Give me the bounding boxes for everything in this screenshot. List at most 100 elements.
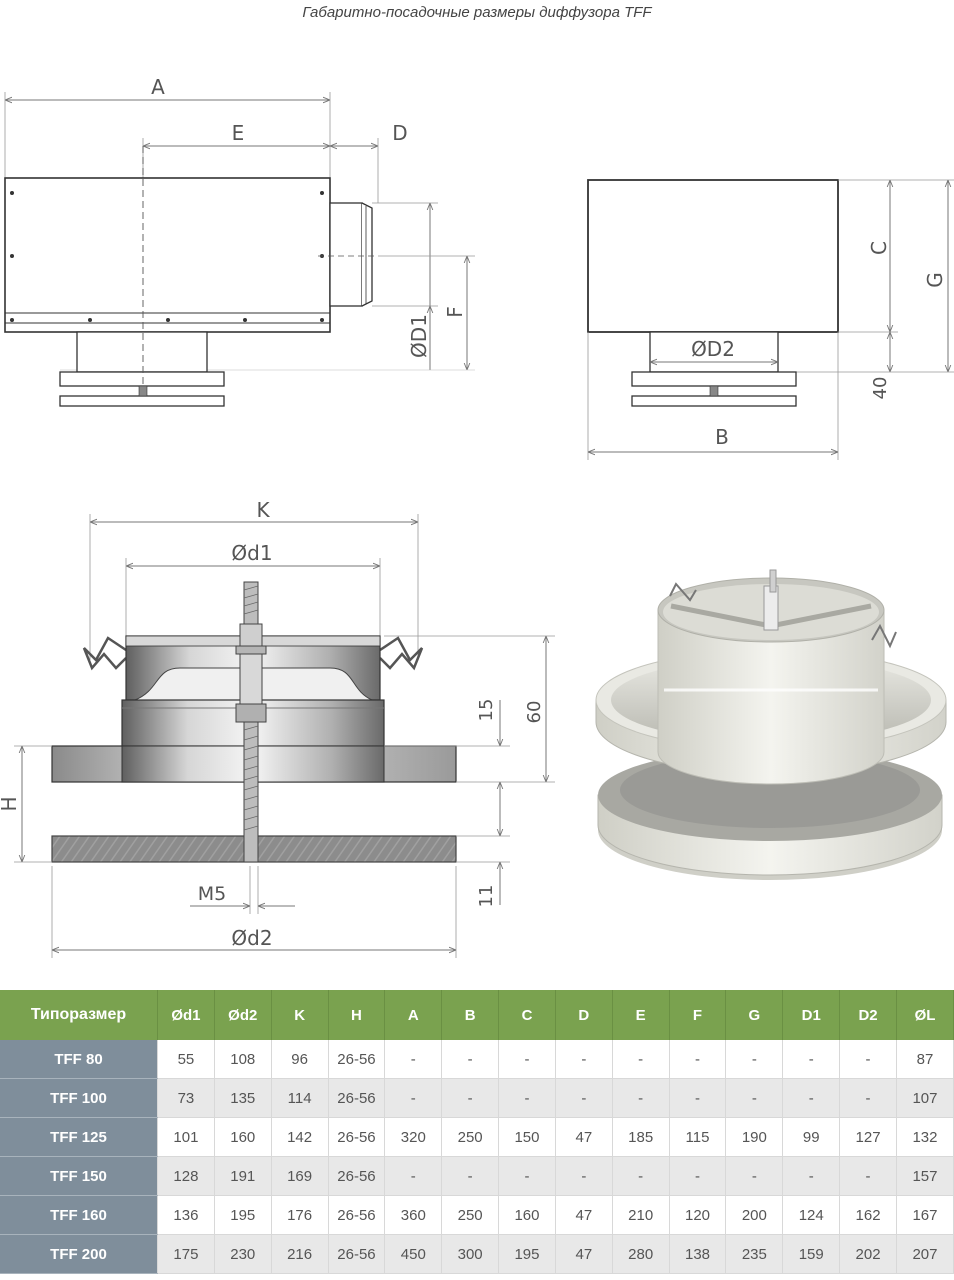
- table-cell: 55: [157, 1040, 215, 1079]
- table-cell: 47: [555, 1234, 613, 1274]
- table-cell: 26-56: [328, 1234, 386, 1274]
- header-cell: D1: [782, 990, 841, 1040]
- dim-label-d1: ØD1: [407, 314, 431, 358]
- table-cell: 101: [157, 1117, 215, 1157]
- dim-label-11: 11: [476, 885, 497, 908]
- header-cell: G: [725, 990, 784, 1040]
- table-cell: 99: [782, 1117, 841, 1157]
- table-cell: -: [612, 1040, 670, 1079]
- table-cell: 450: [384, 1234, 443, 1274]
- dim-label-b: B: [715, 425, 729, 449]
- table-cell: 185: [612, 1117, 670, 1157]
- table-cell: 114: [271, 1078, 329, 1118]
- table-cell: -: [441, 1156, 500, 1196]
- table-cell: 360: [384, 1195, 443, 1235]
- table-cell: 127: [839, 1117, 897, 1157]
- table-cell: 26-56: [328, 1117, 386, 1157]
- table-cell: 135: [214, 1078, 272, 1118]
- table-cell: 138: [669, 1234, 727, 1274]
- front-view-drawing: [587, 179, 954, 460]
- header-cell: C: [498, 990, 556, 1040]
- header-cell: B: [441, 990, 500, 1040]
- table-cell: -: [839, 1040, 897, 1079]
- header-cell: F: [669, 990, 727, 1040]
- header-cell: D: [555, 990, 613, 1040]
- table-cell: 175: [157, 1234, 215, 1274]
- side-view-drawing: [4, 92, 475, 407]
- table-cell: -: [384, 1078, 443, 1118]
- dim-label-d2-small: Ød2: [231, 926, 272, 950]
- table-cell: 73: [157, 1078, 215, 1118]
- dim-label-60: 60: [524, 701, 545, 724]
- table-cell: -: [498, 1078, 556, 1118]
- table-cell: -: [669, 1040, 727, 1079]
- table-cell: -: [669, 1078, 727, 1118]
- table-cell: 162: [839, 1195, 897, 1235]
- table-cell: -: [782, 1078, 841, 1118]
- table-cell: 202: [839, 1234, 897, 1274]
- dim-label-15: 15: [476, 699, 497, 722]
- header-cell: D2: [839, 990, 897, 1040]
- table-cell: 142: [271, 1117, 329, 1157]
- dim-label-m5: M5: [198, 883, 226, 905]
- table-cell: 26-56: [328, 1078, 386, 1118]
- table-cell: 96: [271, 1040, 329, 1079]
- product-render: [595, 569, 947, 880]
- table-cell: 26-56: [328, 1156, 386, 1196]
- table-cell: 300: [441, 1234, 500, 1274]
- table-cell: 26-56: [328, 1195, 386, 1235]
- header-cell: E: [612, 990, 670, 1040]
- header-cell: K: [271, 990, 329, 1040]
- dim-label-c: C: [867, 241, 891, 255]
- size-table: Типоразмер Ød1 Ød2 K H A B C D E F G D1 …: [0, 990, 954, 1274]
- table-cell: -: [498, 1156, 556, 1196]
- table-cell: 87: [896, 1040, 954, 1079]
- table-cell: 169: [271, 1156, 329, 1196]
- table-cell: 47: [555, 1195, 613, 1235]
- page-title: Габаритно-посадочные размеры диффузора T…: [302, 4, 652, 21]
- table-cell: 176: [271, 1195, 329, 1235]
- table-cell: 191: [214, 1156, 272, 1196]
- header-cell: ØL: [896, 990, 954, 1040]
- table-cell: 190: [725, 1117, 784, 1157]
- table-cell: 250: [441, 1117, 500, 1157]
- dim-label-d2-upper: ØD2: [691, 337, 735, 361]
- table-cell: -: [725, 1078, 784, 1118]
- table-cell: 200: [725, 1195, 784, 1235]
- table-cell: -: [384, 1156, 443, 1196]
- header-cell: Ød2: [214, 990, 272, 1040]
- table-cell: -: [441, 1040, 500, 1079]
- table-cell: 159: [782, 1234, 841, 1274]
- table-cell: 207: [896, 1234, 954, 1274]
- model-cell: TFF 150: [0, 1156, 158, 1196]
- model-cell: TFF 200: [0, 1234, 158, 1274]
- table-cell: 124: [782, 1195, 841, 1235]
- model-cell: TFF 125: [0, 1117, 158, 1157]
- table-cell: -: [782, 1156, 841, 1196]
- table-cell: -: [782, 1040, 841, 1079]
- table-cell: -: [498, 1040, 556, 1079]
- table-cell: 210: [612, 1195, 670, 1235]
- table-cell: 107: [896, 1078, 954, 1118]
- table-cell: 195: [498, 1234, 556, 1274]
- table-cell: 47: [555, 1117, 613, 1157]
- table-cell: 115: [669, 1117, 727, 1157]
- table-cell: -: [725, 1040, 784, 1079]
- table-cell: -: [669, 1156, 727, 1196]
- dim-label-d: D: [392, 121, 407, 145]
- table-cell: 280: [612, 1234, 670, 1274]
- header-cell: Ød1: [157, 990, 215, 1040]
- dim-label-e: E: [232, 121, 245, 145]
- table-cell: 132: [896, 1117, 954, 1157]
- table-cell: 150: [498, 1117, 556, 1157]
- table-cell: -: [839, 1156, 897, 1196]
- table-cell: -: [384, 1040, 443, 1079]
- header-cell: A: [384, 990, 443, 1040]
- table-cell: 235: [725, 1234, 784, 1274]
